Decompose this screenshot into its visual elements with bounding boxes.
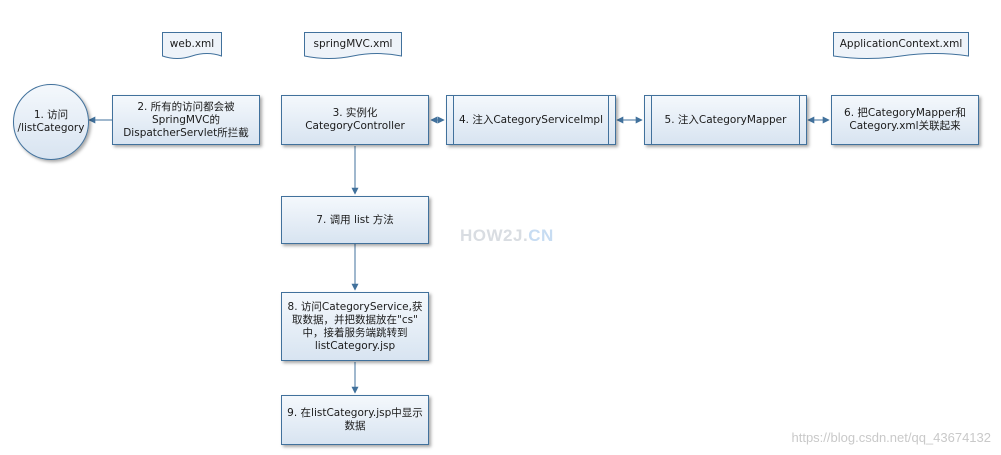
doc-web-xml: web.xml — [162, 32, 222, 64]
watermark-logo-suffix: CN — [528, 226, 554, 245]
step-2-dispatcher: 2. 所有的访问都会被 SpringMVC的 DispatcherServlet… — [112, 95, 260, 145]
step-7-list-method: 7. 调用 list 方法 — [281, 196, 429, 244]
step-1-label: 1. 访问 /listCategory — [17, 109, 85, 134]
step-6-mapper-xml: 6. 把CategoryMapper和 Category.xml关联起来 — [831, 95, 979, 145]
step-8-service-fetch: 8. 访问CategoryService,获 取数据，并把数据放在"cs" 中，… — [281, 292, 429, 361]
doc-applicationcontext-xml-label: ApplicationContext.xml — [839, 38, 963, 50]
step-3-controller: 3. 实例化 CategoryController — [281, 95, 429, 145]
step-9-label: 9. 在listCategory.jsp中显示 数据 — [287, 407, 423, 432]
step-7-label: 7. 调用 list 方法 — [316, 213, 394, 226]
doc-applicationcontext-xml: ApplicationContext.xml — [833, 32, 969, 64]
document-shape-icon — [162, 32, 222, 59]
doc-springmvc-xml-label: springMVC.xml — [313, 38, 393, 50]
watermark-logo-main: HOW2J. — [460, 226, 529, 245]
document-shape-icon — [304, 32, 402, 59]
step-6-label: 6. 把CategoryMapper和 Category.xml关联起来 — [844, 107, 966, 132]
doc-springmvc-xml: springMVC.xml — [304, 32, 402, 64]
step-8-label: 8. 访问CategoryService,获 取数据，并把数据放在"cs" 中，… — [287, 300, 423, 352]
step-9-display: 9. 在listCategory.jsp中显示 数据 — [281, 395, 429, 445]
how2j-watermark-logo: HOW2J.CN — [460, 226, 554, 246]
document-shape-icon — [833, 32, 969, 59]
step-3-label: 3. 实例化 CategoryController — [305, 107, 405, 132]
csdn-watermark-url: https://blog.csdn.net/qq_43674132 — [791, 430, 992, 445]
step-2-label: 2. 所有的访问都会被 SpringMVC的 DispatcherServlet… — [123, 100, 249, 139]
step-4-service-impl: 4. 注入CategoryServiceImpl — [446, 95, 616, 145]
step-5-label: 5. 注入CategoryMapper — [664, 113, 787, 126]
step-5-mapper: 5. 注入CategoryMapper — [644, 95, 807, 145]
step-4-label: 4. 注入CategoryServiceImpl — [458, 113, 604, 126]
step-1-access: 1. 访问 /listCategory — [13, 84, 89, 160]
doc-web-xml-label: web.xml — [169, 38, 215, 50]
